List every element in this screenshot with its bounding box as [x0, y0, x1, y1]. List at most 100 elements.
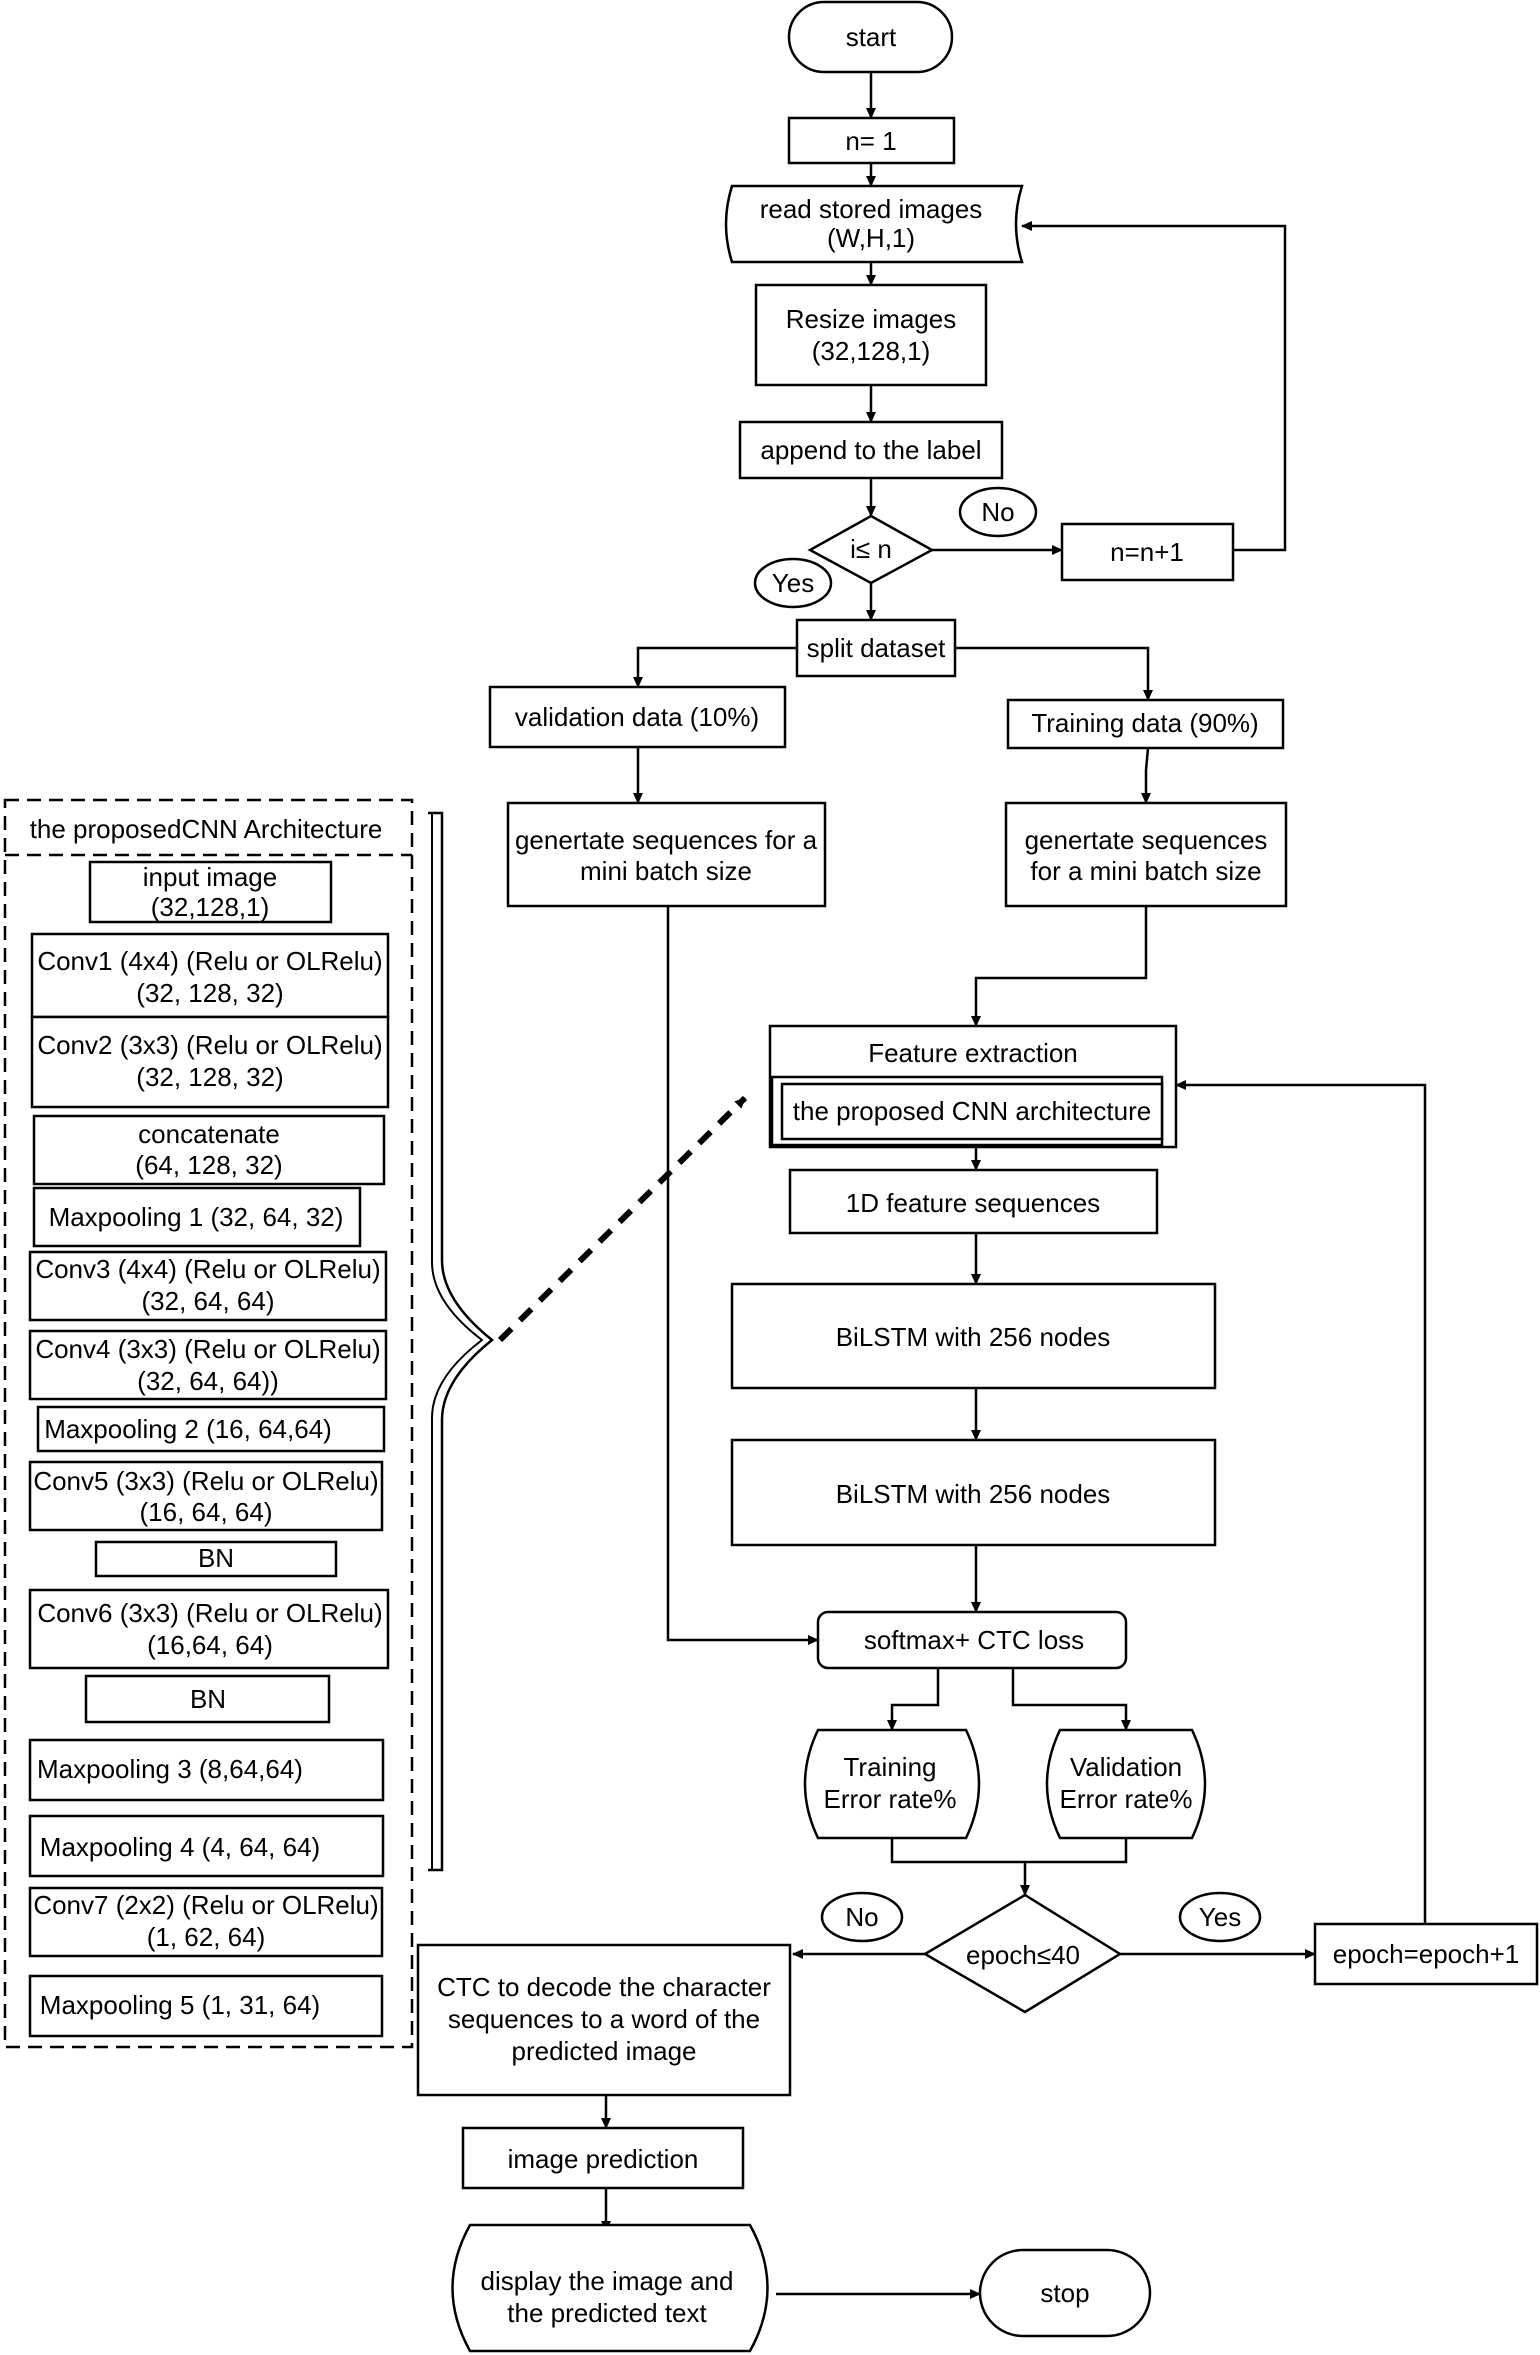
yes-1-oval: [753, 557, 833, 609]
softmax-label: softmax+ CTC loss: [864, 1625, 1084, 1655]
flow-labels: start n= 1 read stored images (W,H,1) Re…: [437, 22, 1519, 2328]
cnn-layer-box-9: [94, 1540, 338, 1578]
arrow-split-to-validation: [633, 646, 797, 688]
feature-seq-box: [788, 1168, 1159, 1235]
no-1-label: No: [981, 497, 1014, 527]
proposed-cnn-label: the proposed CNN architecture: [793, 1096, 1151, 1126]
bilstm-1-box: [730, 1282, 1217, 1390]
cnn-layer-11-line-1: BN: [190, 1684, 226, 1714]
stop-label: stop: [1040, 2278, 1089, 2308]
proposed-cnn-box-inner: [780, 1082, 1164, 1141]
epoch-increment-box: [1313, 1922, 1539, 1986]
ctc-decode-box: [416, 1943, 792, 2097]
cnn-layer-box-7: [36, 1405, 386, 1453]
cnn-layer-10-line-2: (16,64, 64): [147, 1630, 273, 1660]
arrow-genseq-train-to-feature: [971, 906, 1148, 1027]
arrow-split-to-training: [955, 646, 1153, 701]
feature-extraction-label: Feature extraction: [868, 1038, 1078, 1068]
softmax-box: [816, 1610, 1128, 1670]
display-label-2: the predicted text: [507, 2298, 707, 2328]
resize-label-2: (32,128,1): [812, 336, 931, 366]
start-label: start: [846, 22, 897, 52]
val-err-shape: [1045, 1728, 1207, 1840]
cnn-layer-box-2: [30, 1015, 390, 1109]
read-images-label-1: read stored images: [760, 194, 983, 224]
cnn-layer-box-3: [32, 1114, 386, 1186]
display-label-1: display the image and: [481, 2266, 734, 2296]
cnn-layer-3-line-2: (64, 128, 32): [135, 1150, 282, 1180]
genseq-train-box: [1004, 801, 1288, 908]
image-prediction-label: image prediction: [508, 2144, 699, 2174]
resize-box: [754, 283, 988, 387]
stop-terminal: [978, 2248, 1152, 2338]
cnn-layer-6-line-2: (32, 64, 64)): [137, 1366, 279, 1396]
cnn-layer-3-line-1: concatenate: [138, 1119, 280, 1149]
cnn-panel-dashed-frame: [3, 798, 414, 2049]
genseq-val-box: [506, 801, 827, 908]
cnn-layer-4-line-1: Maxpooling 1 (32, 64, 32): [49, 1202, 344, 1232]
decision-i-diamond: [807, 514, 935, 585]
cnn-layer-box-10: [28, 1588, 390, 1670]
genseq-train-label-2: for a mini batch size: [1030, 856, 1261, 886]
split-box: [795, 618, 957, 678]
ctc-decode-label-2: sequences to a word of the: [448, 2004, 760, 2034]
bilstm-2-label: BiLSTM with 256 nodes: [836, 1479, 1111, 1509]
arrow-errors-to-decision: [890, 1838, 1128, 1896]
n-init-box: [787, 116, 956, 165]
cnn-title: the proposedCNN Architecture: [30, 814, 383, 844]
cnn-layer-0-line-1: input image: [143, 862, 277, 892]
cnn-layer-box-15: [28, 1974, 384, 2038]
cnn-brace: [428, 811, 495, 1872]
resize-label-1: Resize images: [786, 304, 957, 334]
no-1-oval: [958, 486, 1038, 538]
validation-label: validation data (10%): [515, 702, 759, 732]
loop-epoch-to-feature: [1175, 1080, 1427, 1924]
bilstm-1-label: BiLSTM with 256 nodes: [836, 1322, 1111, 1352]
bilstm-2-box: [730, 1438, 1217, 1547]
image-prediction-box: [461, 2126, 745, 2190]
read-images-box: [724, 184, 1024, 264]
train-err-label-1: Training: [844, 1752, 937, 1782]
decision-epoch-diamond: [922, 1893, 1123, 2014]
epoch-increment-label: epoch=epoch+1: [1333, 1939, 1520, 1969]
cnn-layer-13-line-1: Maxpooling 4 (4, 64, 64): [40, 1832, 320, 1862]
cnn-layer-5-line-2: (32, 64, 64): [142, 1286, 275, 1316]
cnn-layer-box-0: [88, 860, 333, 924]
n-init-label: n= 1: [845, 126, 896, 156]
cnn-layer-box-4: [32, 1186, 362, 1248]
cnn-layer-box-14: [28, 1886, 384, 1958]
feature-seq-label: 1D feature sequences: [846, 1188, 1100, 1218]
cnn-layer-6-line-1: Conv4 (3x3) (Relu or OLRelu): [35, 1334, 380, 1364]
cnn-layer-15-line-1: Maxpooling 5 (1, 31, 64): [40, 1990, 320, 2020]
train-err-shape: [803, 1728, 981, 1840]
val-err-label-2: Error rate%: [1060, 1784, 1193, 1814]
n-increment-box: [1060, 522, 1235, 582]
arrow-genseq-val-to-softmax: [666, 906, 819, 1645]
cnn-layer-2-line-1: Conv2 (3x3) (Relu or OLRelu): [37, 1030, 382, 1060]
cnn-layer-box-1: [30, 932, 390, 1019]
dotted-link-arrow: [497, 1095, 748, 1343]
training-box: [1006, 698, 1285, 750]
yes-2-label: Yes: [1199, 1902, 1241, 1932]
genseq-train-label-1: genertate sequences: [1025, 825, 1268, 855]
cnn-panel: [3, 798, 495, 2049]
validation-box: [488, 685, 787, 749]
connectors: [601, 72, 1427, 2299]
cnn-layer-box-12: [28, 1738, 385, 1802]
cnn-labels: the proposedCNN Architecture input image…: [30, 814, 383, 2020]
cnn-layer-box-13: [28, 1814, 385, 1878]
cnn-layer-9-line-1: BN: [198, 1543, 234, 1573]
cnn-layer-5-line-1: Conv3 (4x4) (Relu or OLRelu): [35, 1254, 380, 1284]
no-2-oval: [820, 1891, 904, 1943]
arrow-training-to-genseq: [1141, 747, 1151, 804]
train-err-label-2: Error rate%: [824, 1784, 957, 1814]
cnn-layer-0-line-2: (32,128,1): [151, 892, 270, 922]
cnn-layer-14-line-2: (1, 62, 64): [147, 1922, 266, 1952]
yes-2-oval: [1178, 1891, 1262, 1943]
ctc-decode-label-3: predicted image: [512, 2036, 697, 2066]
genseq-val-label-1: genertate sequences for a: [515, 825, 818, 855]
decision-epoch-label: epoch≤40: [966, 1940, 1080, 1970]
cnn-layer-1-line-2: (32, 128, 32): [136, 978, 283, 1008]
display-shape: [451, 2223, 769, 2353]
